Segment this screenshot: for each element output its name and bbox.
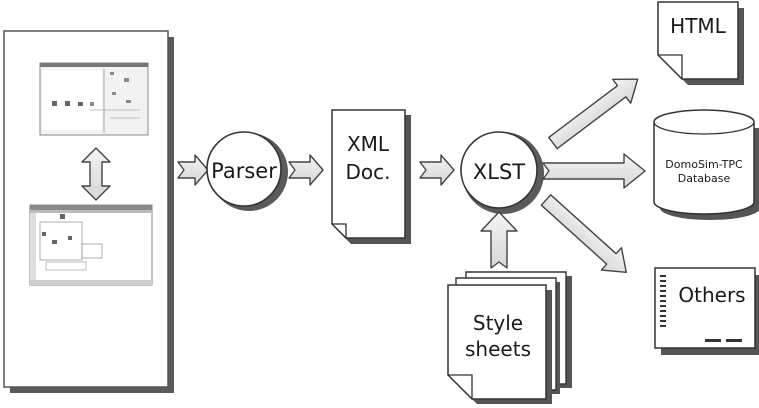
database-node: DomoSim-TPC Database <box>653 109 759 220</box>
style-sheets-node: Style sheets <box>447 271 572 404</box>
arrow-to-html <box>548 78 639 150</box>
xml-doc-label-line2: Doc. <box>346 160 391 184</box>
html-output-node: HTML <box>657 1 744 85</box>
screenshot-bottom <box>29 204 153 286</box>
arrow-to-parser <box>177 154 209 186</box>
arrow-to-xlst <box>419 154 455 186</box>
database-label-line1: DomoSim-TPC <box>665 158 743 171</box>
style-sheets-label-line2: sheets <box>465 337 531 361</box>
style-sheets-label-line1: Style <box>473 311 523 335</box>
arrow-to-others <box>540 194 627 273</box>
xlst-label: XLST <box>473 160 525 184</box>
arrow-from-style-sheets <box>480 211 518 269</box>
others-label: Others <box>678 283 745 307</box>
application-screens-panel <box>3 30 174 393</box>
others-perforation-icon <box>660 275 666 327</box>
html-label: HTML <box>670 14 727 38</box>
xml-document-node: XML Doc. <box>331 109 411 244</box>
parser-node: Parser <box>206 131 288 211</box>
screenshot-top <box>39 62 149 136</box>
others-output-node: Others <box>654 267 759 355</box>
arrow-to-database <box>542 153 646 189</box>
arrow-to-xml-doc <box>288 154 324 186</box>
database-label-line2: Database <box>678 172 731 185</box>
bidirectional-arrow <box>81 147 111 201</box>
parser-label: Parser <box>211 159 277 183</box>
xml-doc-label-line1: XML <box>347 132 390 156</box>
xlst-node: XLST <box>460 131 544 214</box>
